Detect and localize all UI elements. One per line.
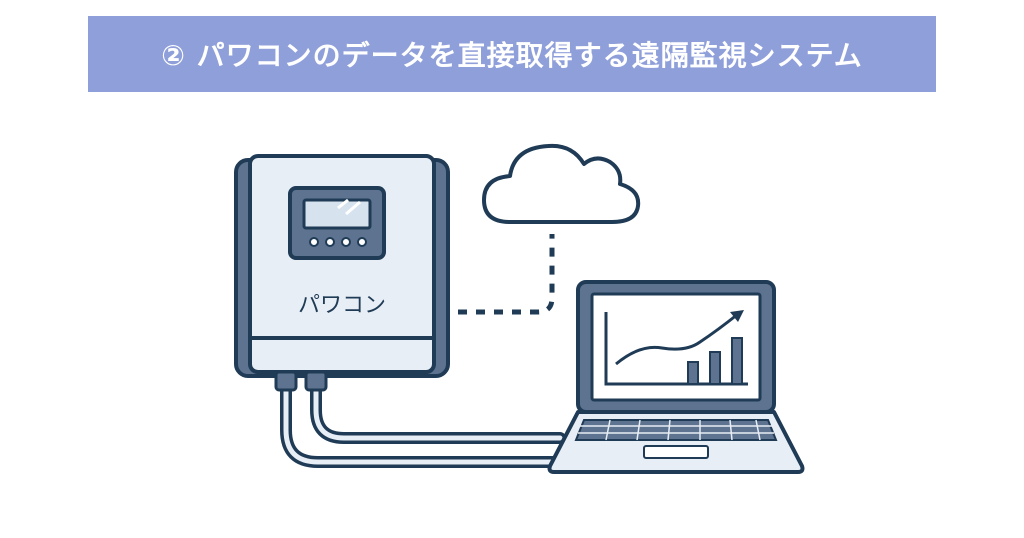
laptop-icon — [547, 280, 805, 474]
wireless-connection — [458, 234, 555, 315]
cloud-icon — [482, 143, 641, 224]
page-title: ② パワコンのデータを直接取得する遠隔監視システム — [161, 39, 863, 72]
title-banner: ② パワコンのデータを直接取得する遠隔監視システム — [88, 16, 936, 92]
data-cable — [280, 382, 566, 468]
inverter-label: パワコン — [298, 293, 386, 318]
trend-chart-icon — [604, 310, 748, 386]
power-conditioner-icon: パワコン — [234, 154, 450, 392]
